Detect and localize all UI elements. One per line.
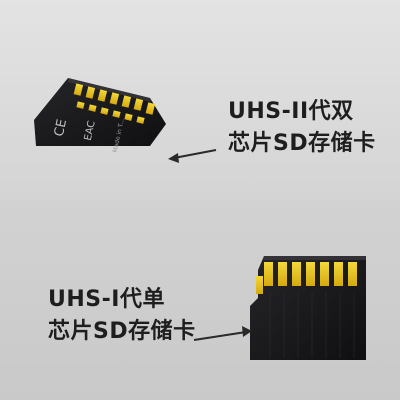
uhs-i-contacts	[256, 262, 357, 294]
uhs-i-card-ridges	[269, 292, 355, 358]
uhs-i-sd-card	[250, 256, 366, 360]
uhs-i-caption-line2: 芯片SD存储卡	[48, 319, 196, 344]
uhs-ii-sd-card: CE EAC Made in T...	[34, 78, 166, 153]
uhs-ii-contacts-row2	[76, 101, 145, 124]
uhs-ii-caption-line1: UHS-II代双	[228, 99, 354, 124]
eac-mark: EAC	[83, 120, 98, 142]
uhs-i-caption: UHS-I代单 芯片SD存储卡	[48, 284, 196, 348]
arrow-to-uhs-i-card	[193, 326, 252, 341]
uhs-i-caption-line1: UHS-I代单	[48, 287, 165, 312]
uhs-ii-contacts-row1	[73, 83, 156, 115]
ce-mark: CE	[52, 118, 70, 138]
arrow-to-uhs-ii-card	[168, 149, 217, 163]
uhs-ii-caption-line2: 芯片SD存储卡	[228, 131, 376, 156]
uhs-ii-caption: UHS-II代双 芯片SD存储卡	[228, 96, 376, 160]
